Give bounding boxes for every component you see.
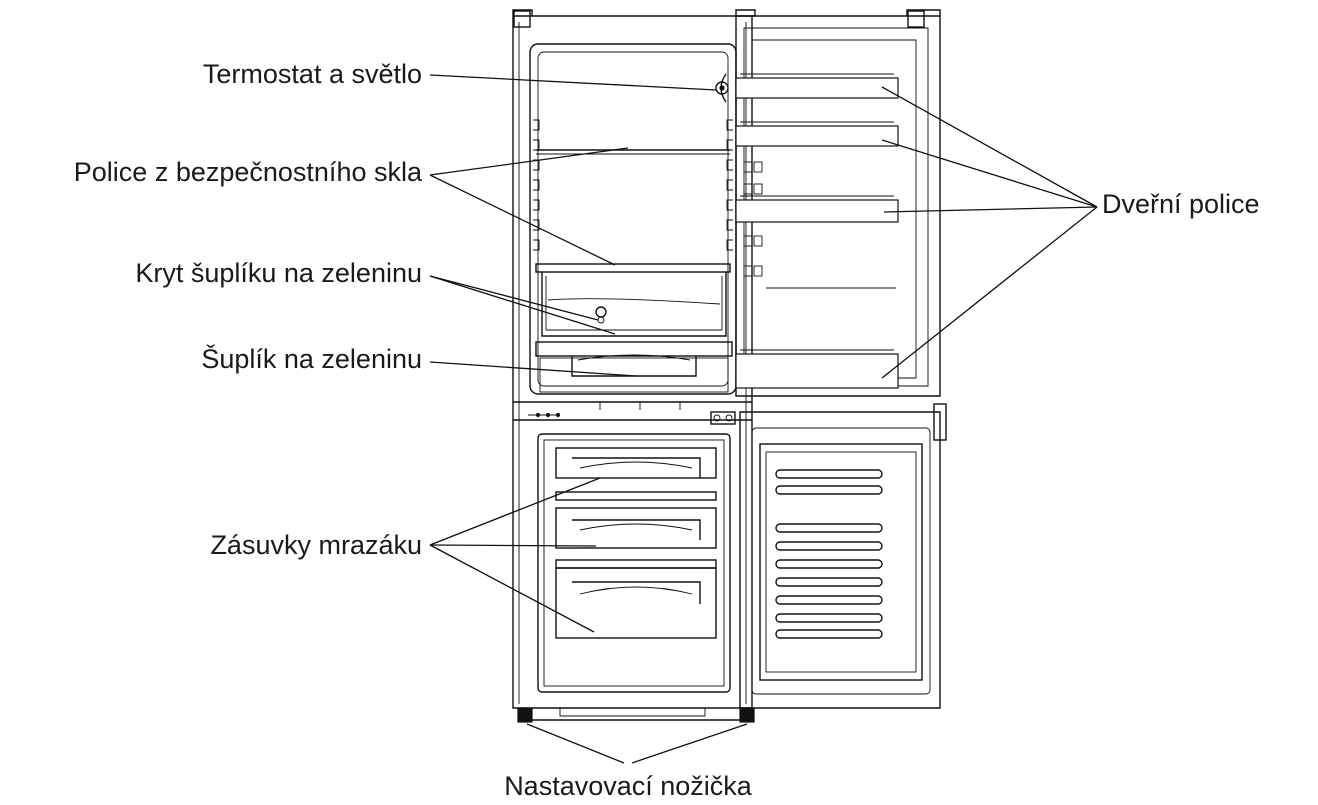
label-thermostat: Termostat a světlo [203,59,422,89]
leader-lines [429,74,1098,764]
fridge-body [512,9,755,721]
label-adjustable-feet: Nastavovací nožička [504,771,753,801]
fridge-door-open [715,9,941,397]
label-crisper-cover: Kryt šuplíku na zeleninu [135,258,422,288]
label-crisper: Šuplík na zeleninu [201,343,422,374]
adjustable-foot-right [739,707,755,723]
label-door-shelves: Dveřní police [1102,189,1260,219]
adjustable-foot-left [517,707,533,723]
label-freezer-drawers: Zásuvky mrazáku [210,530,422,560]
freezer-door-open [739,403,947,709]
label-glass-shelves: Police z bezpečnostního skla [74,157,423,187]
